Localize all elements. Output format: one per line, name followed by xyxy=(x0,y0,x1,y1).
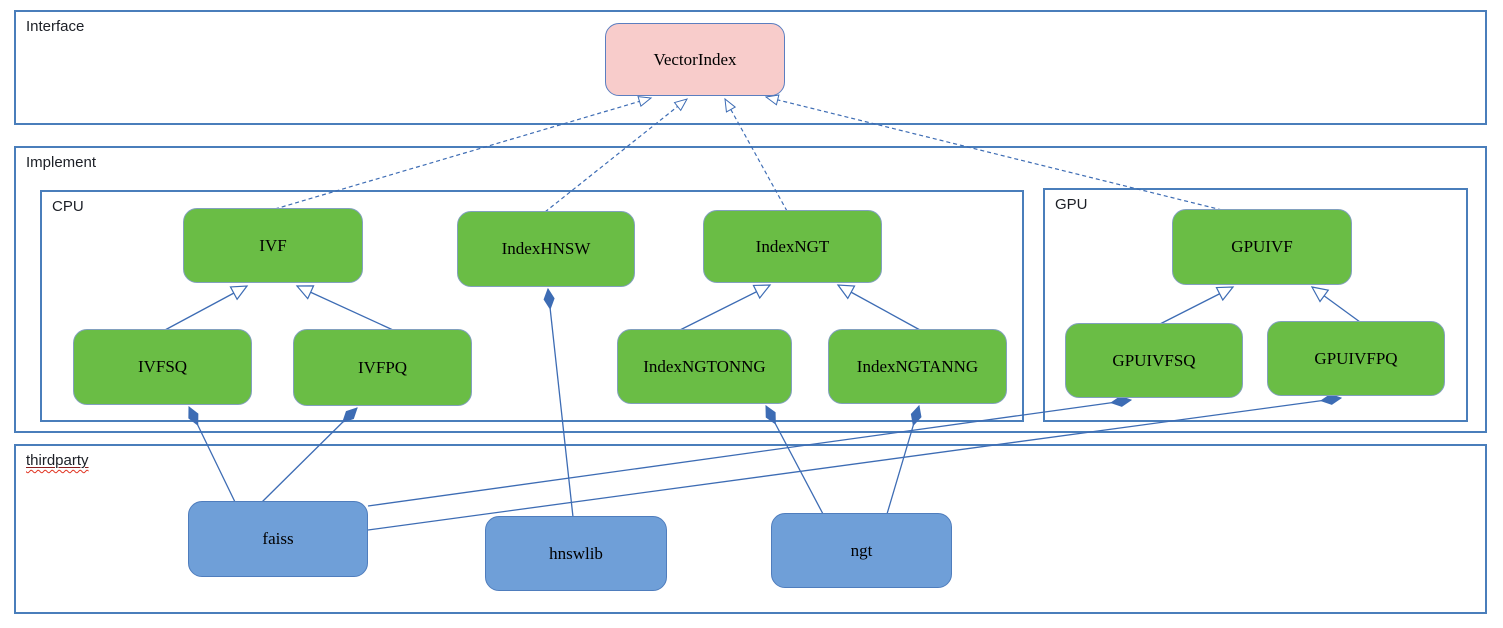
node-ivfsq: IVFSQ xyxy=(73,329,252,405)
node-indexhnsw: IndexHNSW xyxy=(457,211,635,287)
node-vectorindex: VectorIndex xyxy=(605,23,785,96)
node-indexngt: IndexNGT xyxy=(703,210,882,283)
node-indexngtonng: IndexNGTONNG xyxy=(617,329,792,404)
container-thirdparty-label: thirdparty xyxy=(26,452,89,469)
node-ivf: IVF xyxy=(183,208,363,283)
node-faiss: faiss xyxy=(188,501,368,577)
container-implement-label: Implement xyxy=(26,154,97,171)
node-ivfpq: IVFPQ xyxy=(293,329,472,406)
node-ngt: ngt xyxy=(771,513,952,588)
node-gpuivfsq: GPUIVFSQ xyxy=(1065,323,1243,398)
node-gpuivfpq: GPUIVFPQ xyxy=(1267,321,1445,396)
node-gpuivf: GPUIVF xyxy=(1172,209,1352,285)
container-interface-label: Interface xyxy=(26,18,85,35)
node-hnswlib: hnswlib xyxy=(485,516,667,591)
node-indexngtanng: IndexNGTANNG xyxy=(828,329,1007,404)
container-cpu-label: CPU xyxy=(52,198,84,215)
container-gpu-label: GPU xyxy=(1055,196,1088,213)
